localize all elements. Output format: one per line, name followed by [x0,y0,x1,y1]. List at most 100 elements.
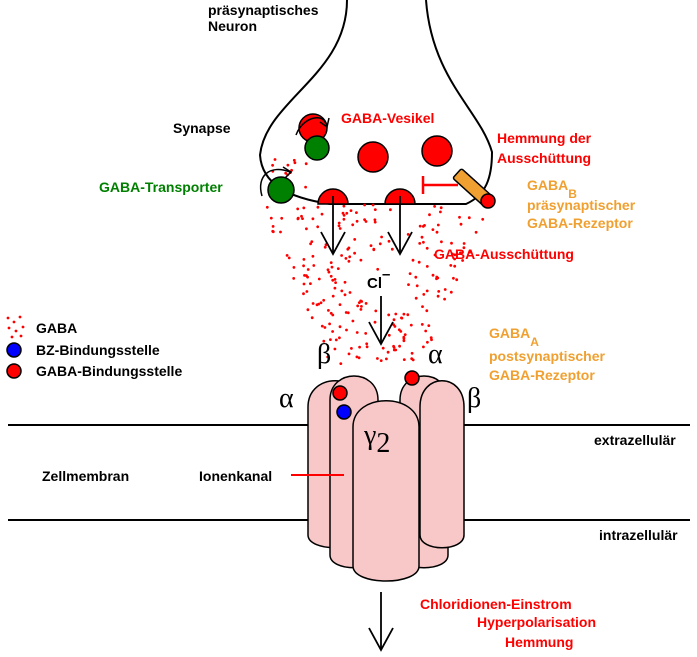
gaba-dot [292,158,296,162]
label-ion-channel: Ionenkanal [199,468,272,484]
gaba-dot [402,339,406,343]
gaba-dot [342,213,346,217]
release-arrow-head [387,231,413,256]
label-gabaa-receptor: GABAA postsynaptischer GABA-Rezeptor [489,325,609,383]
gaba-dot [425,309,429,313]
gaba-dot [340,289,344,293]
gaba-dot [380,235,383,239]
legend-gaba-site-label: GABA-Bindungsstelle [36,363,182,379]
gaba-dot [402,337,406,340]
gaba-dot [428,213,431,217]
gaba-dot [302,206,306,210]
gaba-dot [481,217,485,221]
gaba-dot [436,223,440,227]
gaba-dot [387,313,391,317]
release-arrow-head [320,231,346,256]
legend-dot [19,334,23,338]
gaba-dot [339,362,343,365]
label-presynaptic-line1: präsynaptisches [208,2,319,18]
gaba-dot [305,227,308,231]
gaba-dot [376,267,380,271]
gaba-dot [437,290,441,293]
label-gabaa-line3: GABA-Rezeptor [489,367,595,383]
gaba-dot [359,308,363,311]
label-gaba-release: GABA-Ausschüttung [434,246,574,262]
label-gaba-transporter: GABA-Transporter [99,179,223,195]
gaba-dot [467,216,471,220]
gaba-dot [312,264,316,267]
gaba-dot [461,259,464,262]
gaba-dot [271,230,275,234]
gaba-dot [323,245,327,249]
gaba-vesicle [421,135,453,167]
gaba-dot [357,356,361,360]
gaba-dot [365,345,369,349]
gaba-dot [402,312,406,316]
label-gabab-line3: GABA-Rezeptor [527,215,633,231]
gaba-dot [302,292,305,296]
gaba-dot [302,282,306,286]
gaba-dot [402,358,406,361]
legend-gaba-label: GABA [36,320,77,336]
legend-dot [6,316,10,320]
label-inhibition-line1: Hemmung der [497,130,592,146]
gaba-dot [374,309,378,313]
gaba-dot [359,258,363,262]
subunit-gamma2: γ2 [363,420,390,459]
subunit-gamma: γ [363,420,376,451]
gaba-dot [292,277,296,280]
legend-dot [21,325,25,329]
gaba-dot [390,247,394,251]
gaba-dot [340,254,343,257]
gaba-dot [311,302,315,305]
gaba-dot [343,280,347,284]
label-gabab-receptor: GABAB präsynaptischer GABA-Rezeptor [527,177,639,231]
label-membrane: Zellmembran [42,468,129,484]
label-gabaa-main: GABA [489,325,530,341]
gaba-dot [392,318,396,322]
gaba-dot [443,288,447,291]
gaba-dot [346,311,350,315]
gaba-dot [287,256,291,260]
gaba-dot [329,261,333,264]
gaba-dot [459,222,463,226]
gaba-dot [381,346,385,350]
gaba-dot [462,246,466,250]
gaba-dot [319,301,323,305]
label-synapse: Synapse [173,120,231,136]
gaba-dot [271,225,275,228]
gaba-dot [408,272,412,275]
gabab-binding-site [480,193,496,209]
gaba-dot [435,277,438,281]
gaba-dot [430,338,433,342]
legend-dot [12,320,16,324]
gaba-dot [331,313,335,317]
gaba-dot [302,258,306,261]
gaba-dot [422,293,426,296]
subunit-alpha-left: α [279,383,294,414]
gaba-dot [392,344,395,348]
label-gabab-sub: B [568,187,577,201]
gaba-dot [306,268,310,271]
gabaa-ion-channel [307,375,465,582]
gaba-dot [331,278,335,282]
gaba-dot [336,267,340,270]
gaba-dot [420,235,424,239]
label-chloride-influx: Chloridionen-Einstrom [420,596,572,612]
gaba-dot [348,255,352,259]
gaba-dot [330,265,334,269]
gaba-dot [342,204,346,208]
gaba-dot [293,161,297,165]
gaba-dot [373,208,377,212]
gaba-dot [356,304,360,308]
gaba-dot [296,207,300,211]
gaba-dot [455,278,459,282]
subunit-beta-right: β [467,383,481,414]
subunit-alpha-right: α [428,339,443,370]
gaba-dot [410,351,414,355]
gaba-dot [431,273,435,277]
gaba-binding-site [404,370,420,386]
gaba-dot [378,242,382,246]
channel-subunit-gamma2 [352,400,420,582]
